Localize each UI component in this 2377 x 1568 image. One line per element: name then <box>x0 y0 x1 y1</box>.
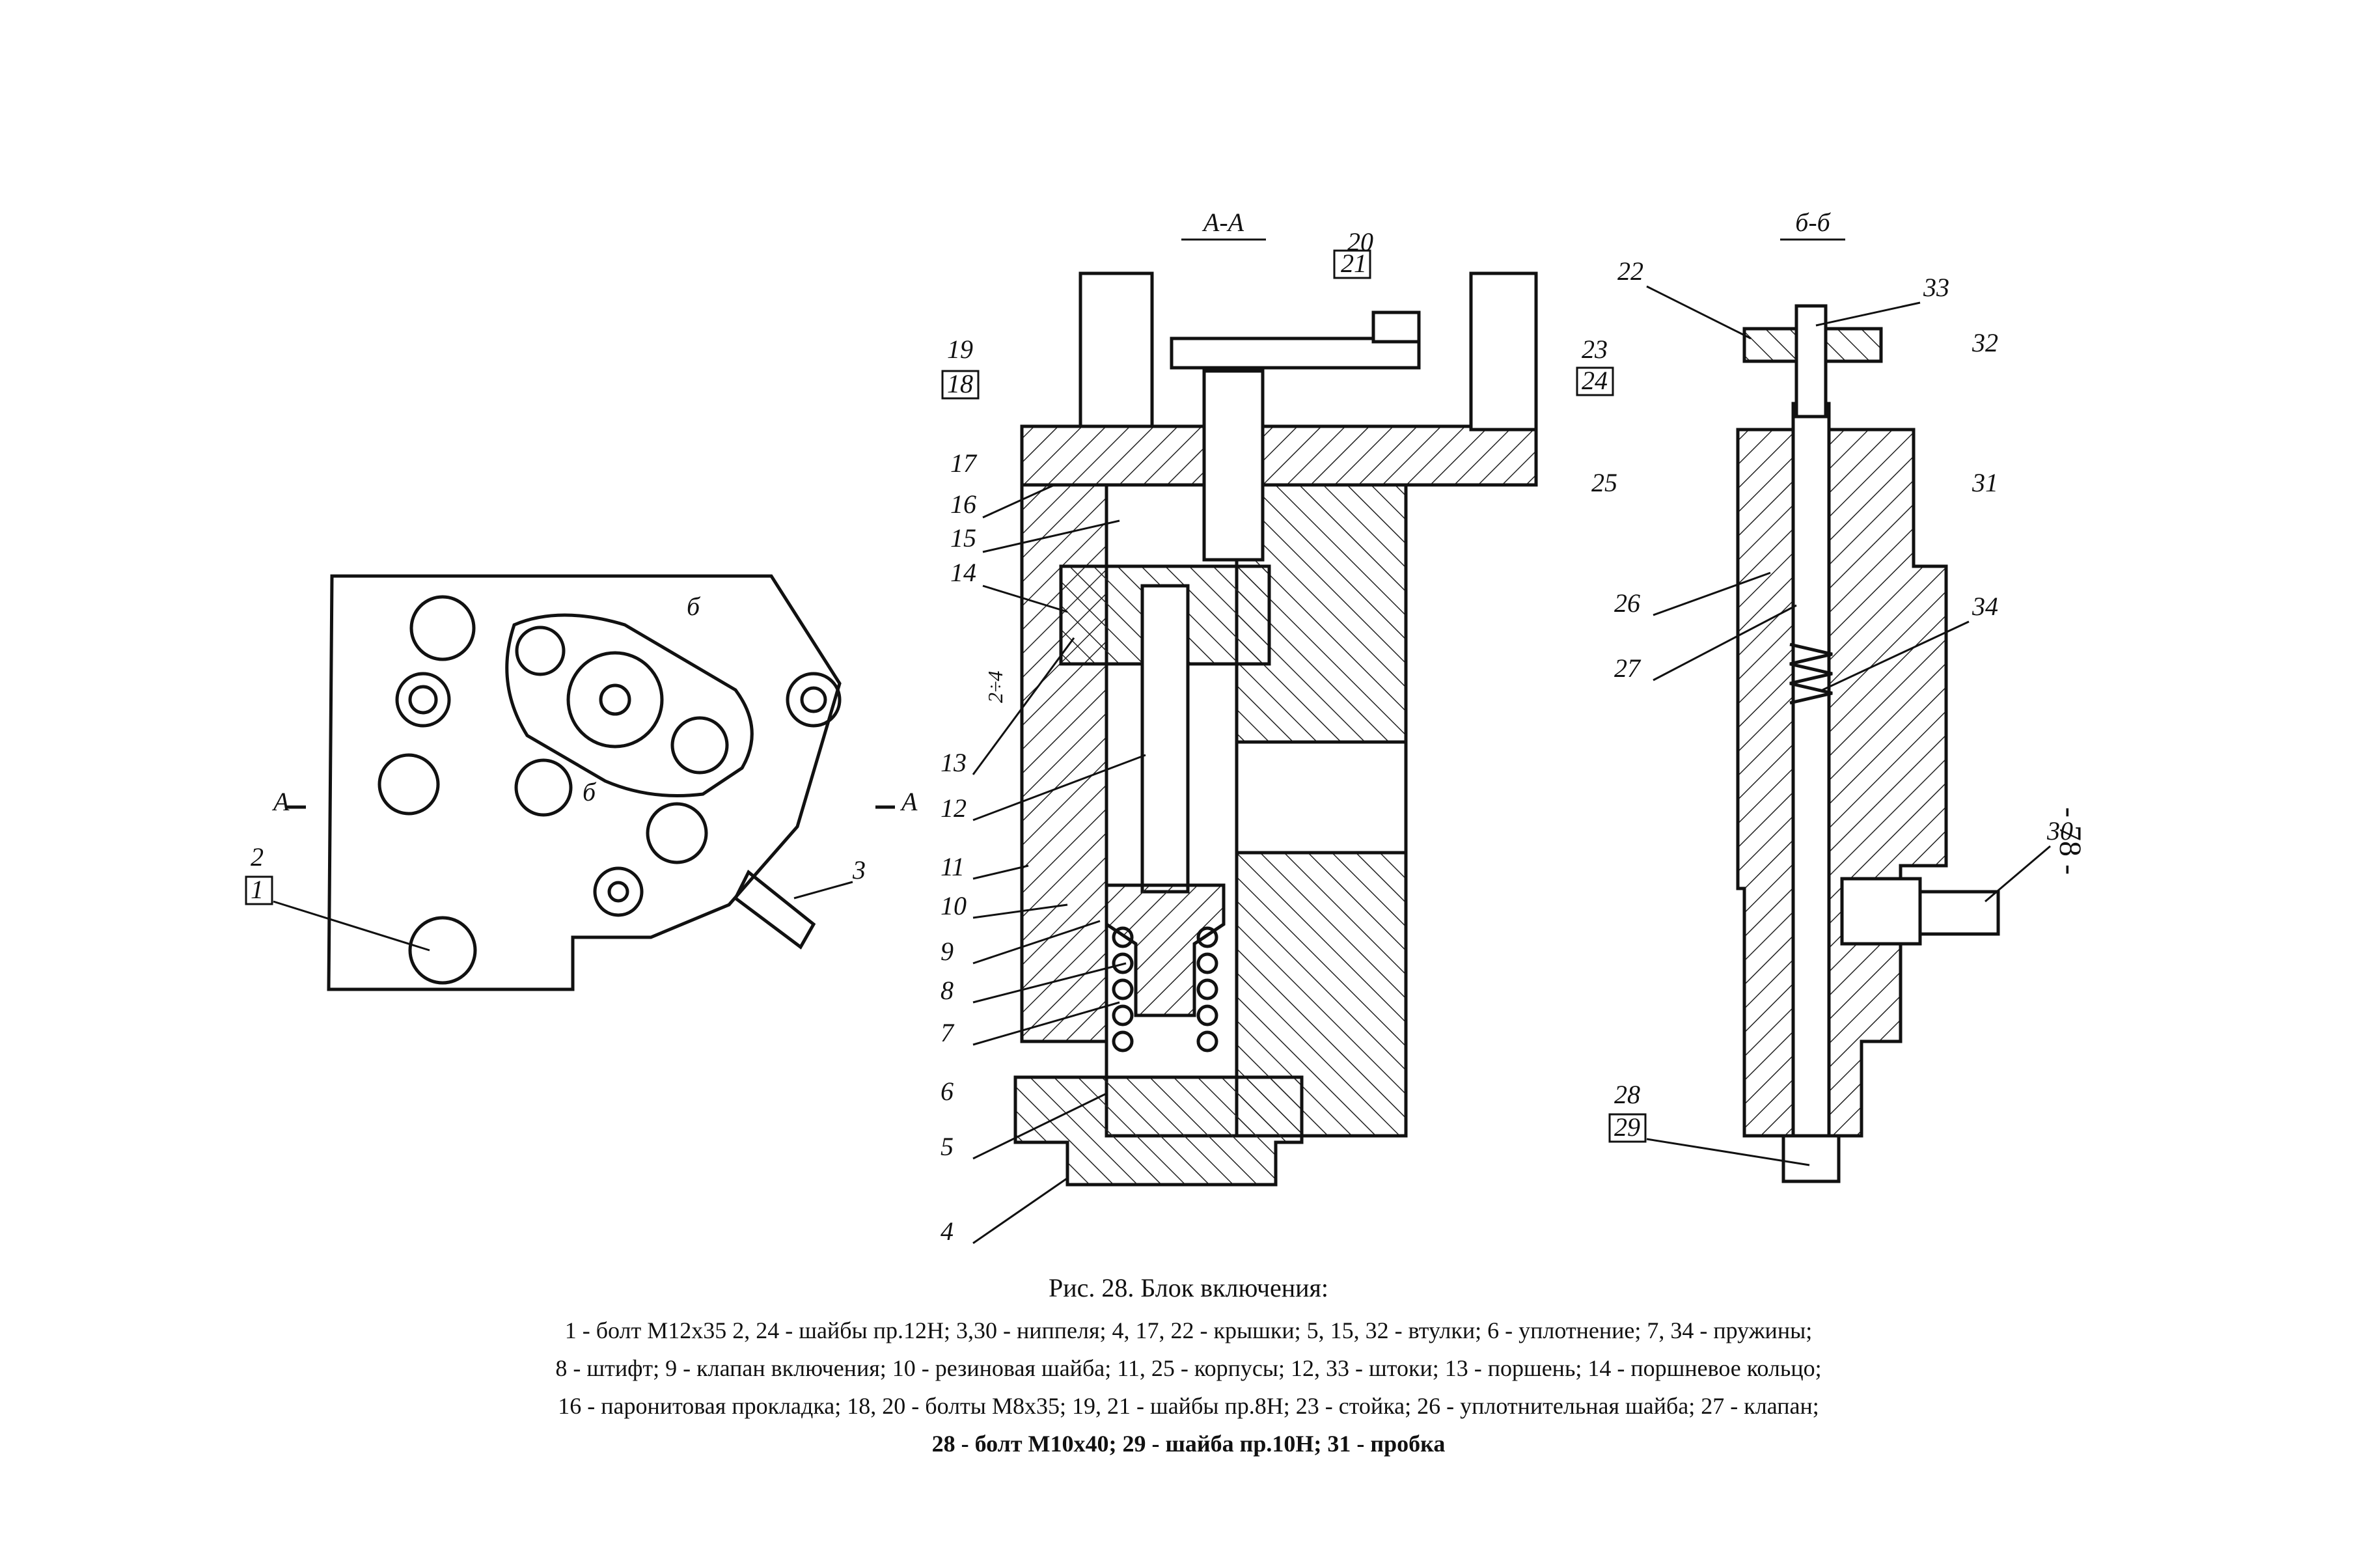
leader-lines <box>273 285 2051 1245</box>
callout-boxes <box>245 249 1647 1143</box>
bb-spring-34 <box>1789 642 1833 705</box>
bb-channel <box>1791 402 1831 1174</box>
figure-legend: 1 - болт M12x35 2, 24 - шайбы пр.12Н; 3,… <box>0 1312 2377 1463</box>
callout-17: 17 <box>950 448 978 478</box>
callout-33: 33 <box>1923 273 1949 302</box>
aa-spring-7 <box>1112 926 1218 1052</box>
callout-23: 23 <box>1582 335 1608 364</box>
callout-14: 14 <box>950 558 976 587</box>
legend-line-3: 16 - паронитовая прокладка; 18, 20 - бол… <box>558 1393 1819 1419</box>
callout-30: 30 <box>2046 816 2073 846</box>
callout-2: 2 <box>251 842 264 872</box>
callout-4: 4 <box>941 1217 954 1246</box>
cut-mark-a-right: А <box>900 787 918 816</box>
callout-24: 24 <box>1582 366 1608 395</box>
callout-11: 11 <box>941 852 965 881</box>
section-label-bb: б-б <box>1795 208 1831 237</box>
bb-stem-33 <box>1794 304 1828 419</box>
page-number: - 78 - <box>2053 807 2087 875</box>
cut-mark-a-left: А <box>271 787 290 816</box>
bb-nipple-30 <box>1840 877 1922 946</box>
aa-bolt-19 <box>1079 271 1154 428</box>
section-aa <box>1013 271 1538 1187</box>
plan-nipple-3 <box>733 870 816 950</box>
callout-9: 9 <box>941 937 954 966</box>
callout-18: 18 <box>947 369 973 398</box>
callout-27: 27 <box>1614 653 1642 683</box>
figure-caption: Рис. 28. Блок включения: <box>1048 1273 1329 1302</box>
callout-8: 8 <box>941 976 954 1005</box>
cut-mark-b-mid: б <box>583 777 597 806</box>
callout-12: 12 <box>941 793 967 823</box>
aa-bottom-cover-4 <box>1013 1075 1304 1187</box>
callout-28: 28 <box>1614 1080 1640 1109</box>
callout-10: 10 <box>941 891 967 920</box>
aa-top-cover <box>1020 424 1538 487</box>
callout-1: 1 <box>251 875 264 904</box>
callout-16: 16 <box>950 489 976 519</box>
section-label-aa: А-А <box>1202 208 1244 237</box>
callout-7: 7 <box>941 1018 955 1047</box>
aa-bolt-18 <box>1202 369 1265 562</box>
bb-housing <box>1736 428 1948 1138</box>
callout-34: 34 <box>1972 592 1998 621</box>
callout-31: 31 <box>1972 468 1998 497</box>
plan-bolts <box>378 595 842 985</box>
callout-19: 19 <box>947 335 973 364</box>
plan-view <box>286 574 895 991</box>
legend-line-4: 28 - болт М10x40; 29 - шайба пр.10Н; 31 … <box>931 1431 1446 1457</box>
aa-stand-23 <box>1469 271 1538 432</box>
legend-line-1: 1 - болт M12x35 2, 24 - шайбы пр.12Н; 3,… <box>564 1317 1813 1343</box>
callout-26: 26 <box>1614 588 1640 618</box>
plan-flange <box>505 613 754 797</box>
callout-32: 32 <box>1972 328 1998 357</box>
callout-15: 15 <box>950 523 976 553</box>
callout-3: 3 <box>852 855 866 885</box>
bb-bolt-28 <box>1781 1134 1841 1183</box>
legend-line-2: 8 - штифт; 9 - клапан включения; 10 - ре… <box>555 1355 1822 1381</box>
callout-22: 22 <box>1617 256 1643 286</box>
callout-6: 6 <box>941 1077 954 1106</box>
section-bb <box>1736 304 2000 1183</box>
callout-25: 25 <box>1591 468 1617 497</box>
bb-nipple-30-tip <box>1918 890 2000 936</box>
plan-body-outline <box>327 574 842 991</box>
cut-mark-b-top: б <box>687 592 701 621</box>
callout-13: 13 <box>941 748 967 777</box>
aa-nut <box>1371 310 1421 344</box>
callout-29: 29 <box>1614 1112 1640 1142</box>
dimension-label: 2÷4 <box>983 670 1007 703</box>
callout-5: 5 <box>941 1132 954 1161</box>
aa-stem <box>1140 584 1190 894</box>
aa-port <box>1235 740 1408 855</box>
callout-21: 21 <box>1341 249 1367 278</box>
